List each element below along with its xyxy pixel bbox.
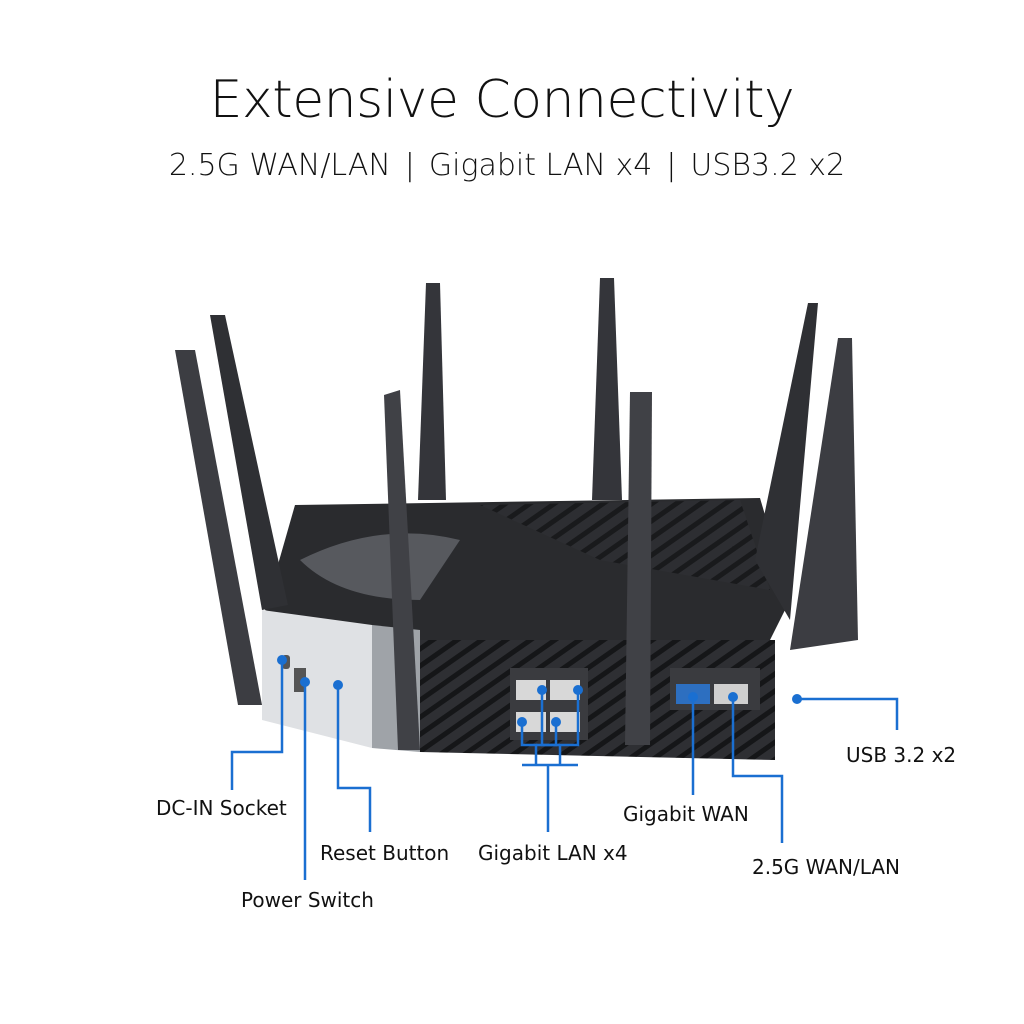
feature-summary: 2.5G WAN/LAN | Gigabit LAN x4 | USB3.2 x2: [0, 148, 1014, 183]
antenna: [384, 390, 420, 750]
label-dc-in: DC-IN Socket: [156, 796, 287, 820]
side-panel: [262, 610, 372, 748]
label-usb: USB 3.2 x2: [846, 743, 957, 767]
feature-lan: Gigabit LAN x4: [428, 148, 653, 183]
antenna: [755, 303, 818, 620]
feature-wan-lan: 2.5G WAN/LAN: [168, 148, 391, 183]
page-title: Extensive Connectivity: [209, 70, 795, 130]
antenna: [210, 315, 288, 610]
antenna: [418, 283, 446, 500]
callout-dots: [277, 655, 802, 727]
label-power-switch: Power Switch: [241, 888, 374, 912]
antenna: [790, 338, 858, 650]
separator: |: [666, 148, 677, 183]
antenna: [625, 392, 652, 745]
antenna: [175, 350, 262, 705]
feature-usb: USB3.2 x2: [690, 148, 846, 183]
separator: |: [404, 148, 415, 183]
label-gigabit-lan: Gigabit LAN x4: [478, 841, 628, 865]
label-gigabit-wan: Gigabit WAN: [623, 802, 749, 826]
callout-lines: [230, 660, 899, 880]
label-reset-button: Reset Button: [320, 841, 450, 865]
antenna: [592, 278, 622, 500]
label-2-5g-wan-lan: 2.5G WAN/LAN: [752, 855, 900, 879]
